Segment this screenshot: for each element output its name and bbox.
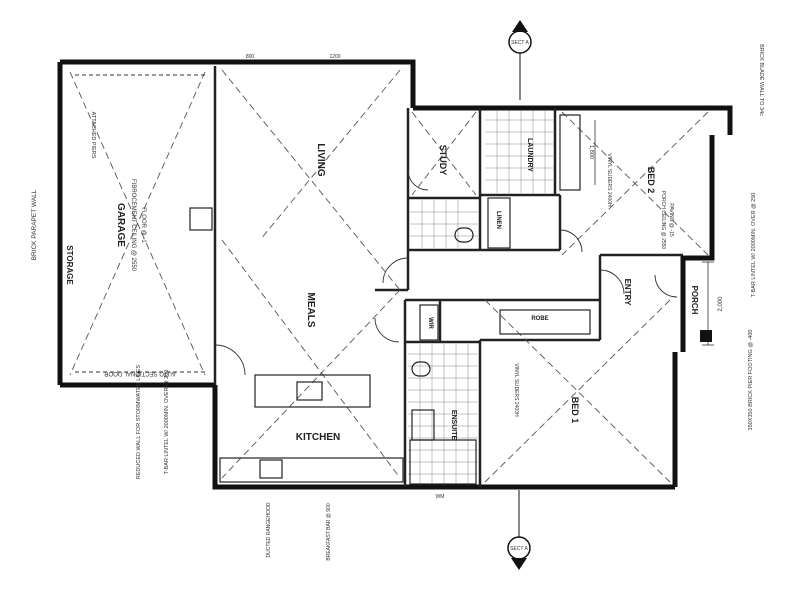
room-label-porch: PORCH (690, 286, 699, 315)
room-label-robe: ROBE (531, 316, 548, 322)
section-label-bottom: SECT A (510, 546, 528, 552)
sink (259, 459, 283, 479)
room-label-ensuite: ENSUITE (450, 410, 457, 441)
kitchen-bench (219, 457, 404, 483)
note-garage-floor: FLOOR @ -1 (140, 207, 146, 243)
note-porch-ceiling: PORCH CEILING @ 2550 (660, 191, 666, 250)
toilet-ensuite (411, 361, 431, 377)
note-brick-pier: 350X350 BRICK PIER FOOTING @ -400 (748, 330, 754, 431)
tile-grid-laundry (485, 110, 553, 193)
wardrobe-study (419, 304, 439, 341)
room-label-study: STUDY (438, 145, 448, 176)
robe-bed2 (559, 114, 581, 191)
note-wm: WM (436, 494, 445, 500)
room-label-bed2: BED 2 (646, 167, 656, 194)
room-label-storage: STORAGE (65, 245, 74, 285)
note-breakfast-bar: BREAKFAST BAR @ 900 (326, 503, 332, 560)
tile-grid-ensuite (408, 344, 478, 485)
note-ducted-rangehood: DUCTED RANGEHOOD (266, 502, 272, 557)
note-brick-blade: BRICK BLADE WALL TO 34c (758, 44, 764, 116)
robe-bed1 (499, 309, 591, 335)
annotations: FIBROCEMENT CEILING @ 2550 FLOOR @ -1 BR… (31, 44, 764, 561)
interior-walls (213, 66, 683, 487)
note-bed1-sliders: VINYL SLIDERS 2400H (513, 363, 519, 417)
room-label-entry: ENTRY (623, 279, 632, 306)
room-label-wir: WIR (427, 317, 433, 329)
toilet-bath (454, 227, 474, 243)
note-reduced-wall: REDUCED WALL FOR STORMWATER LINES (136, 364, 142, 479)
note-tbar-lintel-right: T-BAR LINTEL W/ 2000MIN. OVER @ 250 (751, 193, 757, 298)
room-labels: GARAGE STORAGE LIVING MEALS KITCHEN STUD… (65, 138, 699, 443)
room-label-garage: GARAGE (115, 203, 126, 247)
note-attached-piers: ATTACHED PIERS (90, 112, 96, 159)
note-window-1200: 1200 (329, 54, 340, 60)
room-label-linen: LINEN (495, 211, 501, 229)
note-roller-door: AUTO SECTIONAL DOOR (103, 370, 175, 376)
fixtures (189, 114, 591, 485)
room-label-living: LIVING (315, 143, 326, 177)
kitchen-island (254, 374, 371, 408)
room-label-meals: MEALS (305, 293, 316, 328)
garage-door (75, 74, 205, 373)
section-label-top: SECT A (511, 40, 529, 46)
fridge (189, 207, 213, 231)
note-bed2-sliders: VINYL SLIDERS 2400H (606, 153, 612, 207)
door-swings (214, 169, 678, 376)
brick-pier (700, 330, 712, 342)
room-label-laundry: LAUNDRY (526, 138, 533, 172)
vanity-ensuite (411, 409, 435, 441)
linen-cupboard (487, 197, 511, 249)
room-label-kitchen: KITCHEN (296, 432, 340, 443)
note-garage-ceiling: FIBROCEMENT CEILING @ 2550 (130, 179, 136, 272)
note-porch-paving: PAVING @ -15 (668, 203, 674, 236)
outer-walls (57, 59, 733, 490)
section-marker-top: SECT A (508, 20, 532, 100)
room-diagonals (69, 69, 709, 483)
cooktop (296, 381, 323, 401)
section-marker-bottom: SECT A (507, 490, 531, 570)
note-parapet-wall: BRICK PARAPET WALL (31, 189, 38, 260)
room-label-bed1: BED 1 (570, 397, 580, 424)
note-tbar-lintel-bottom: T-BAR LINTEL W/ 2000MIN. OVER @ 200 (164, 370, 170, 475)
shower-ensuite (409, 439, 477, 485)
note-window-800: 800 (246, 54, 255, 60)
note-dimension-2000: 2,000 (718, 296, 724, 312)
note-dimension-1800: 1,800 (588, 145, 594, 159)
tile-grid-bath (410, 200, 478, 248)
